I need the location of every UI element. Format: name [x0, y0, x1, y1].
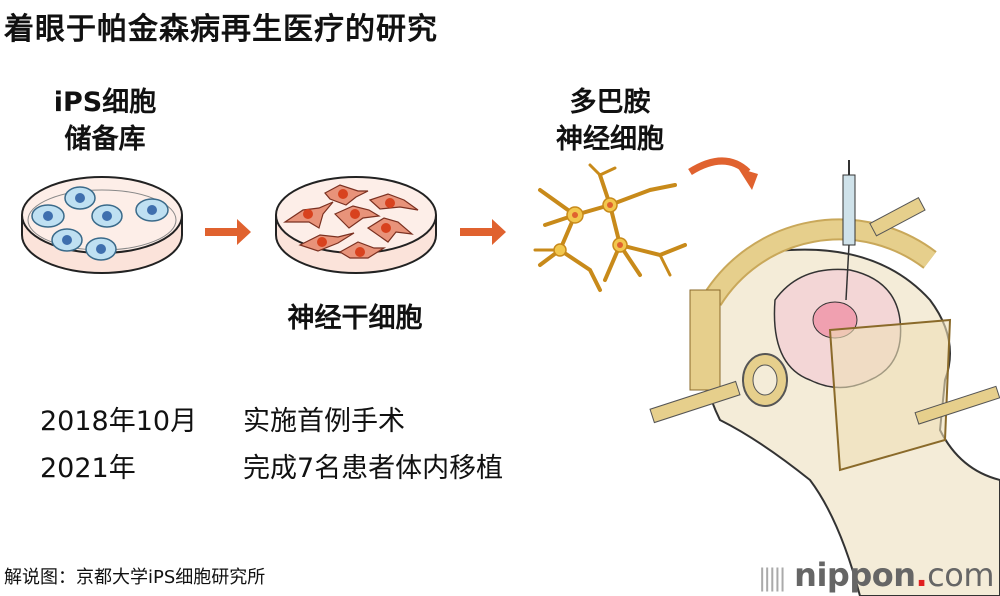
ips-bank-label: iPS细胞 储备库 [30, 84, 180, 158]
ips-bank-label-line1: iPS细胞 [53, 87, 157, 118]
timeline-event: 完成7名患者体内移植 [243, 453, 504, 484]
ips-cell-dish [21, 176, 183, 274]
logo-suffix: com [927, 556, 994, 594]
dopamine-neurons [533, 163, 687, 292]
timeline-date: 2021年 [40, 453, 136, 484]
neural-stem-cell-dish [275, 176, 437, 274]
nippon-logo: ||||| nippon.com [758, 556, 994, 594]
arrow-icon [205, 219, 251, 245]
ips-bank-label-line2: 储备库 [64, 124, 146, 155]
neuron-bodies [553, 197, 628, 257]
dopamine-label-line2: 神经细胞 [556, 124, 664, 155]
logo-name: nippon [794, 556, 916, 594]
dopamine-label-line1: 多巴胺 [569, 87, 651, 118]
stereotactic-surgery-illustration [649, 160, 1000, 596]
dopamine-neuron-label: 多巴胺 神经细胞 [530, 84, 690, 158]
page-title: 着眼于帕金森病再生医疗的研究 [4, 12, 438, 47]
neural-stem-cell-label: 神经干细胞 [287, 303, 423, 334]
curved-arrow-icon [688, 157, 751, 175]
logo-dot: . [915, 556, 928, 594]
timeline-event: 实施首例手术 [243, 406, 405, 437]
timeline-date: 2018年10月 [40, 406, 198, 437]
logo-bars-icon: ||||| [758, 564, 786, 592]
arrow-icon [460, 219, 506, 245]
source-caption: 解说图：京都大学iPS细胞研究所 [4, 567, 266, 588]
